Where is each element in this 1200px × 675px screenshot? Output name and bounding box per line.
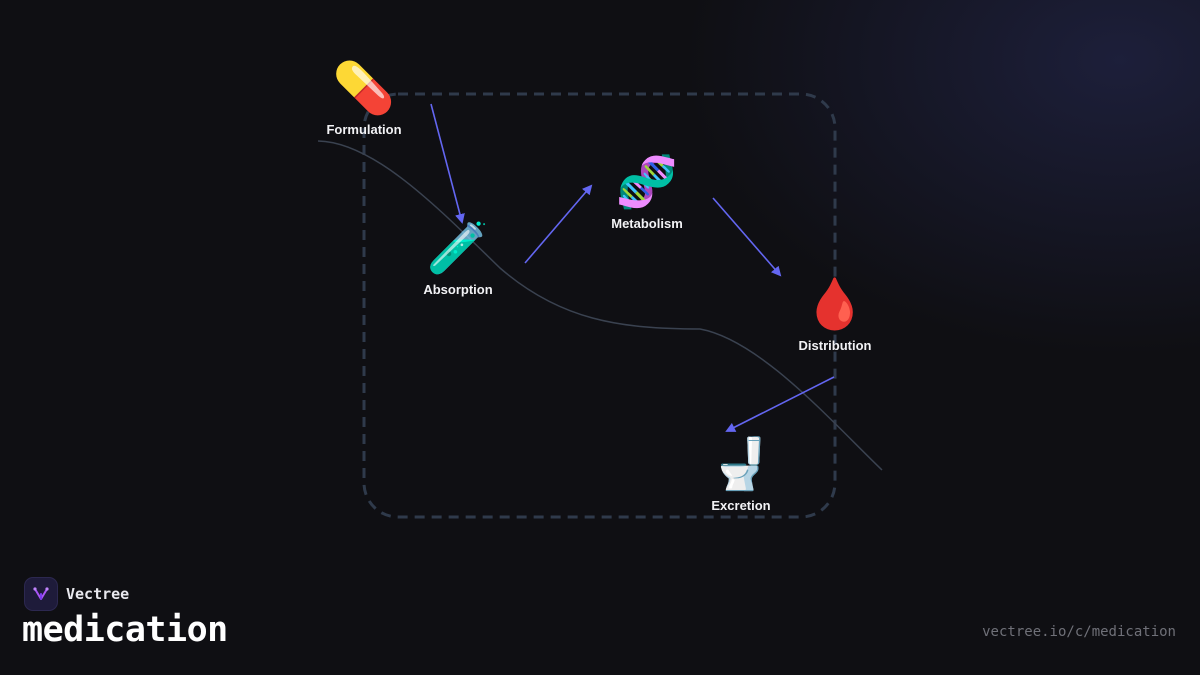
page-url-link[interactable]: vectree.io/c/medication: [982, 624, 1176, 640]
blood-drop-icon: 🩸: [803, 276, 867, 332]
brand-name: Vectree: [66, 585, 130, 603]
node-label: Absorption: [423, 282, 493, 297]
dna-icon: 🧬: [615, 154, 679, 210]
node-excretion: 🚽 Excretion: [671, 436, 811, 513]
edge-metabolism-to-distribution: [712, 197, 782, 277]
process-boundary-frame: [362, 92, 837, 519]
vectree-logo-icon: [24, 577, 58, 611]
node-label: Distribution: [798, 338, 872, 353]
pill-icon: 💊: [332, 60, 396, 116]
node-label: Formulation: [326, 122, 402, 137]
node-distribution: 🩸 Distribution: [765, 276, 905, 353]
node-formulation: 💊 Formulation: [294, 60, 434, 137]
edge-absorption-to-metabolism: [524, 184, 593, 264]
edges-layer: [430, 103, 835, 432]
edge-formulation-to-absorption: [430, 103, 465, 224]
node-label: Metabolism: [611, 216, 683, 231]
test-tube-icon: 🧪: [426, 220, 490, 276]
node-label: Excretion: [711, 498, 771, 513]
page-title: medication: [22, 610, 228, 650]
background-curve: [317, 140, 883, 471]
edge-distribution-to-excretion: [725, 376, 835, 432]
toilet-icon: 🚽: [709, 436, 773, 492]
node-absorption: 🧪 Absorption: [388, 220, 528, 297]
brand: Vectree: [24, 577, 129, 611]
node-metabolism: 🧬 Metabolism: [577, 154, 717, 231]
